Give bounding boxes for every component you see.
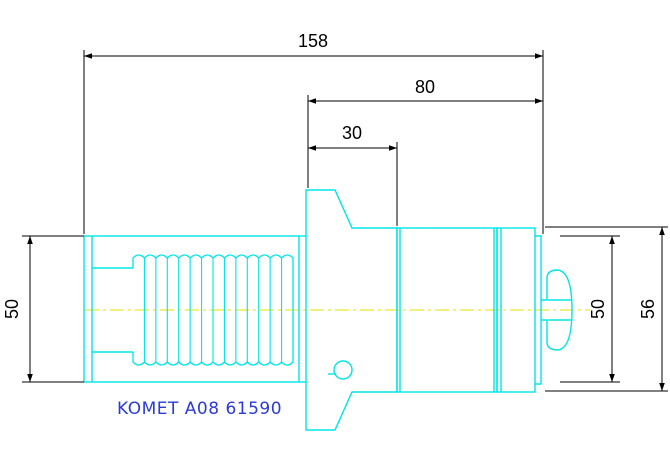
- dim-label-80: 80: [415, 77, 435, 97]
- dim-label-right-50: 50: [588, 299, 608, 319]
- flange-hole: [333, 360, 353, 380]
- part-label: KOMET A08 61590: [117, 399, 282, 419]
- left-shank: [83, 235, 307, 383]
- dimensions: 158 80 30 50 50 56: [2, 31, 668, 392]
- dim-label-30: 30: [342, 123, 362, 143]
- thread-ridges: [132, 254, 294, 366]
- thread-profile: [132, 254, 294, 366]
- dim-label-left-50: 50: [2, 299, 22, 319]
- right-pin: [541, 269, 573, 351]
- part-outline: [83, 189, 573, 431]
- dim-label-56: 56: [638, 299, 658, 319]
- dim-label-158: 158: [298, 31, 328, 51]
- right-collar: [496, 227, 536, 393]
